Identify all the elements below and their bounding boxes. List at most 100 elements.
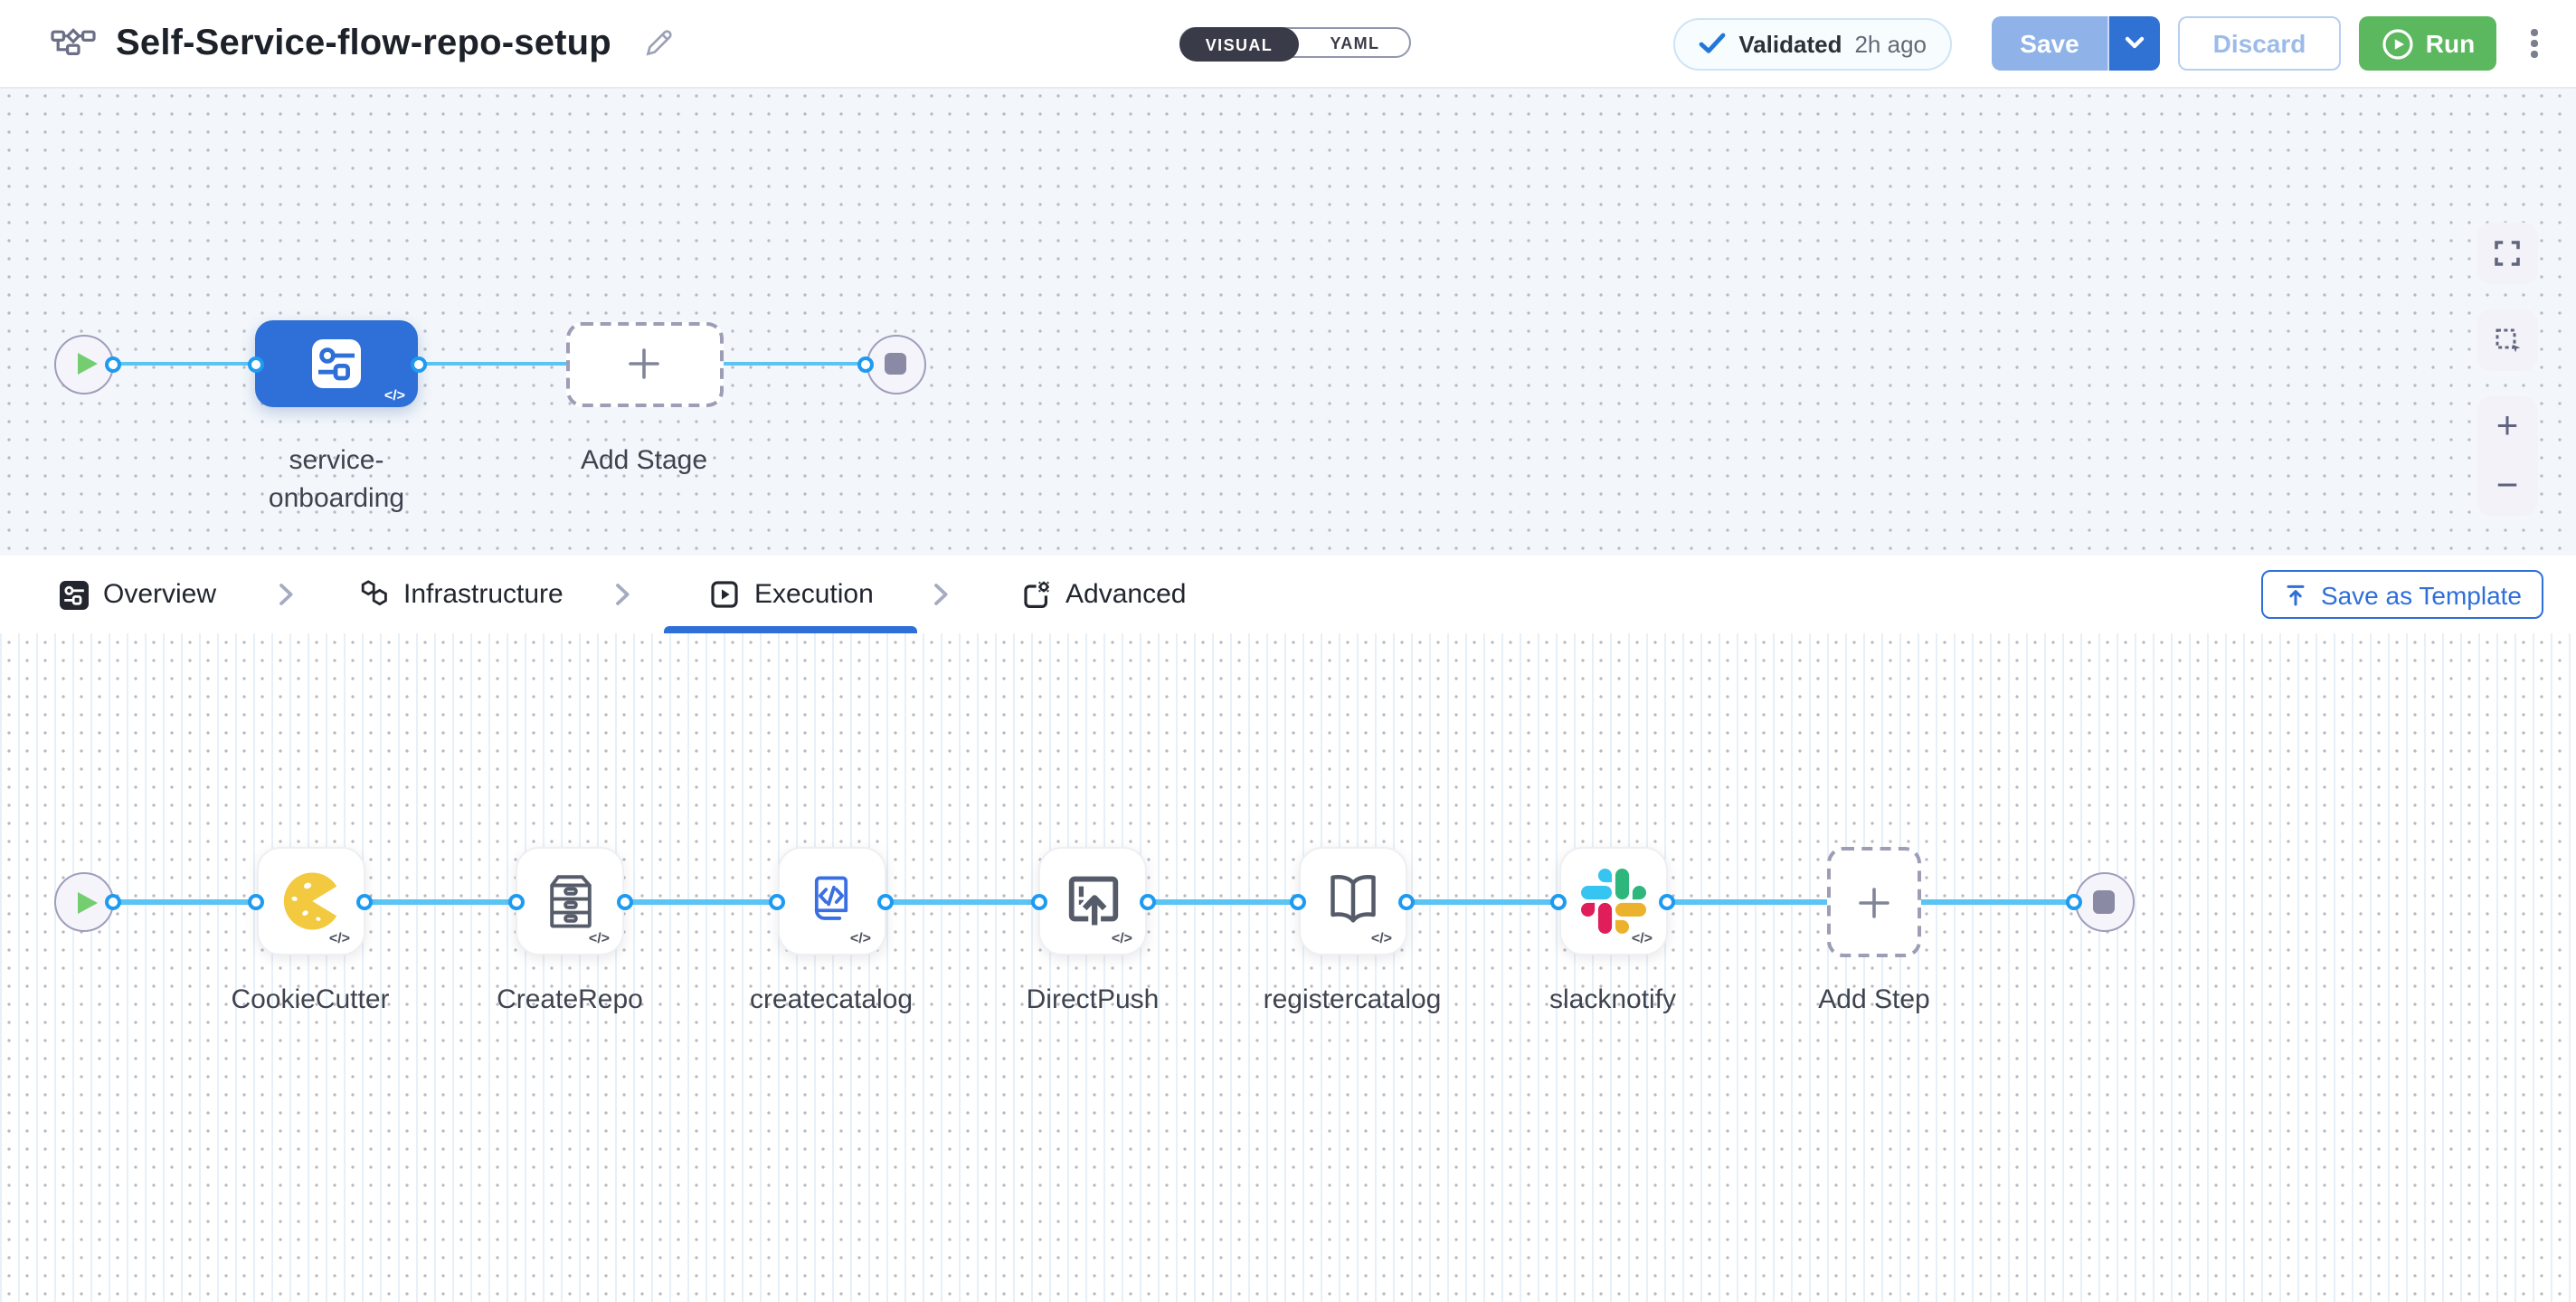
chevron-right-icon [930,581,952,608]
code-glyph: </> [1111,930,1132,946]
pencil-icon[interactable] [642,27,675,60]
pipeline-start-node [53,334,113,394]
port [769,894,785,910]
gear-square-icon [1020,579,1051,610]
open-book-icon [1316,869,1388,934]
step-label: CookieCutter [231,984,390,1015]
stage-overview-icon [60,580,89,609]
run-label: Run [2425,29,2476,58]
tab-overview[interactable]: Overview [60,556,216,633]
port [1030,894,1046,910]
execution-end-node [2074,872,2134,932]
check-icon [1699,33,1726,54]
stage-icon [311,338,362,389]
stage-canvas[interactable]: </> service- onboarding Add Stage [0,87,2576,556]
fullscreen-button[interactable] [2477,223,2538,284]
kebab-menu-icon[interactable] [2522,16,2547,71]
port [356,894,373,910]
run-button[interactable]: Run [2359,16,2496,71]
tab-execution[interactable]: Execution [709,556,874,633]
play-triangle-icon [77,891,97,913]
save-button[interactable]: Save [1992,16,2107,71]
zoom-out-button[interactable]: − [2496,465,2519,507]
port [105,894,121,910]
port [1659,894,1675,910]
tab-infrastructure[interactable]: Infrastructure [356,556,564,633]
port [2066,894,2082,910]
chevron-right-icon [611,581,633,608]
validation-time: 2h ago [1854,30,1927,57]
play-triangle-icon [77,353,97,375]
visual-yaml-toggle: VISUAL YAML [1179,27,1411,62]
port [1550,894,1567,910]
step-node-cookiecutter[interactable]: </> [256,847,365,955]
code-document-icon [798,868,865,935]
marquee-select-icon [2493,326,2522,355]
toggle-yaml[interactable]: YAML [1330,34,1380,52]
add-step-button[interactable] [1827,847,1921,957]
validation-label: Validated [1738,30,1842,57]
step-label: slacknotify [1548,984,1677,1015]
step-label: CreateRepo [497,984,643,1015]
zoom-in-button[interactable]: + [2496,405,2519,447]
step-node-createrepo[interactable]: </> [516,847,624,955]
port [247,356,263,372]
port [857,356,874,372]
execution-start-node [53,872,113,932]
hexagons-icon [356,579,389,610]
step-label: DirectPush [1026,984,1160,1015]
play-square-icon [709,579,740,610]
port [410,356,426,372]
step-node-createcatalog[interactable]: </> [777,847,886,955]
active-tab-underline [664,626,917,633]
save-as-template-label: Save as Template [2320,580,2522,609]
plus-icon [626,346,662,382]
cookie-icon [272,863,348,939]
drawer-cabinet-icon [536,868,603,935]
pipeline-title-group: Self-Service-flow-repo-setup [51,0,675,87]
chevron-right-icon [275,581,297,608]
save-as-template-button[interactable]: Save as Template [2260,570,2543,619]
port [877,894,894,910]
upload-icon [2283,582,2308,607]
code-glyph: </> [849,930,871,946]
step-label: createcatalog [749,984,914,1015]
port [1139,894,1155,910]
stage-flow-line [83,361,895,366]
play-circle-icon [2381,26,2415,61]
code-glyph: </> [328,930,350,946]
step-node-directpush[interactable]: </> [1038,847,1147,955]
toggle-visual[interactable]: VISUAL [1179,27,1299,62]
slack-icon [1580,869,1645,934]
header-actions: Validated 2h ago Save Discard Run [1673,16,2547,71]
stage-label: service- onboarding [268,445,405,514]
add-stage-button[interactable] [565,321,723,406]
chevron-down-icon [2124,36,2145,51]
zoom-controls: + − [2477,396,2538,516]
marquee-select-button[interactable] [2477,309,2538,371]
port [507,894,524,910]
add-step-label: Add Step [1818,984,1930,1015]
port [1398,894,1415,910]
pipeline-header: Self-Service-flow-repo-setup VISUAL YAML… [0,0,2576,89]
tab-label: Infrastructure [403,579,564,610]
save-dropdown-button[interactable] [2107,16,2160,71]
execution-canvas[interactable]: </> </> [0,633,2576,1302]
flowchart-icon [51,27,96,60]
push-window-icon [1059,868,1126,935]
discard-button[interactable]: Discard [2178,16,2341,71]
tab-label: Advanced [1065,579,1187,610]
code-glyph: </> [1631,930,1653,946]
validation-badge[interactable]: Validated 2h ago [1673,17,1952,70]
port [616,894,632,910]
stage-node-service-onboarding[interactable]: </> [255,320,418,407]
step-node-registercatalog[interactable]: </> [1298,847,1406,955]
tab-label: Execution [754,579,874,610]
code-glyph: </> [1370,930,1392,946]
tab-advanced[interactable]: Advanced [1020,556,1186,633]
port [105,356,121,372]
save-split-button: Save [1992,16,2160,71]
port [1290,894,1306,910]
step-node-slacknotify[interactable]: </> [1558,847,1667,955]
